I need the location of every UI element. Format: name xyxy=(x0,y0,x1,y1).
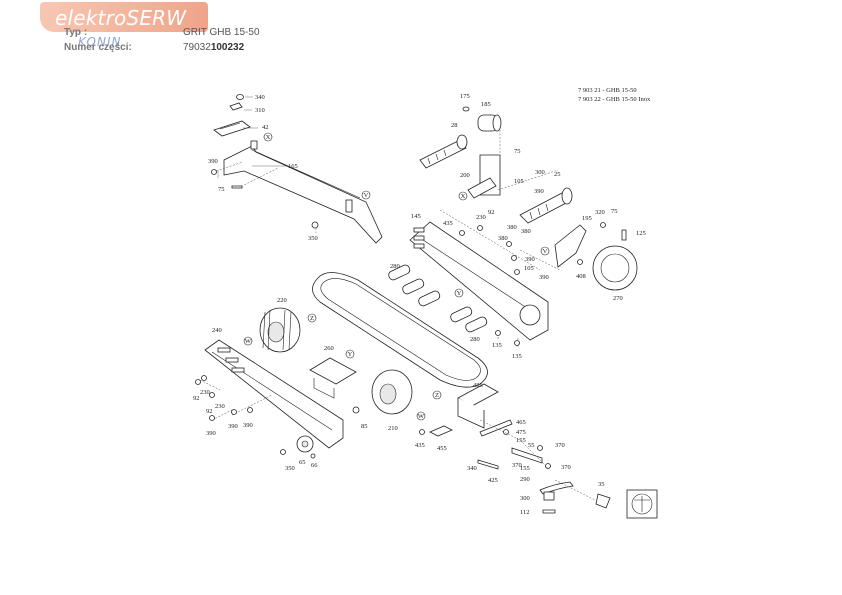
sanding-belt xyxy=(312,272,488,388)
part-number-label: 300 xyxy=(520,495,530,502)
part-number-label: 390 xyxy=(243,422,253,429)
reference-note: 7 903 21 - GHB 15-50 xyxy=(578,87,637,94)
callout-letter: Y xyxy=(348,351,353,358)
callout-letter: V xyxy=(543,248,548,255)
part-number-label: 155 xyxy=(520,465,530,472)
part-number-label: 55 xyxy=(528,442,535,449)
part-number-label: 155 xyxy=(516,437,526,444)
part-number-label: 92 xyxy=(206,408,213,415)
part-number-label: 408 xyxy=(576,273,586,280)
company-logo-badge xyxy=(40,2,208,32)
part-number-label: 340 xyxy=(467,465,477,472)
part-number-label: 230 xyxy=(215,403,225,410)
part-number-label: 485 xyxy=(473,382,483,389)
part-number-label: 75 xyxy=(514,148,521,155)
part-number-label: 370 xyxy=(561,464,571,471)
part-number-label: 230 xyxy=(200,389,210,396)
part-number-label: 340 xyxy=(255,94,265,101)
reference-note: 7 903 22 - GHB 15-50 Inox xyxy=(578,96,651,103)
part-number-label: 112 xyxy=(520,509,530,516)
company-logo-subtext: KONIN xyxy=(78,35,122,49)
callout-letter: W xyxy=(418,413,425,420)
part-number-label: 210 xyxy=(388,425,398,432)
part-number-label: 85 xyxy=(361,423,368,430)
type-label: Typ : xyxy=(64,27,88,38)
part-number-label: 465 xyxy=(516,419,526,426)
part-number-label: 200 xyxy=(460,172,470,179)
part-number-label: 195 xyxy=(582,215,592,222)
part-number-label: 350 xyxy=(285,465,295,472)
part-number-label: 280 xyxy=(470,336,480,343)
part-number-label: 220 xyxy=(277,297,287,304)
part-number-label: 435 xyxy=(443,220,453,227)
fein-logo-icon xyxy=(626,489,658,519)
part-number-label: 300 xyxy=(535,169,545,176)
part-number-label: 42 xyxy=(262,124,269,131)
part-number-label: 145 xyxy=(411,213,421,220)
part-number-label: 35 xyxy=(598,481,605,488)
part-number-label: 105 xyxy=(524,265,534,272)
part-number-label: 455 xyxy=(437,445,447,452)
part-number-label: 135 xyxy=(492,342,502,349)
part-number-label: 135 xyxy=(512,353,522,360)
callout-markers xyxy=(243,132,550,421)
callout-letter: Z xyxy=(310,315,314,322)
handle-assembly xyxy=(419,106,638,291)
callout-letter: W xyxy=(245,338,252,345)
part-number-label: 105 xyxy=(514,178,524,185)
part-number-label: 475 xyxy=(516,429,526,436)
part-number-label: 25 xyxy=(554,171,561,178)
part-number-label: 92 xyxy=(488,209,495,216)
part-number-label: 28 xyxy=(451,122,458,129)
part-number-label: 270 xyxy=(613,295,623,302)
tension-assembly xyxy=(419,383,611,514)
part-number-label: 320 xyxy=(595,209,605,216)
callout-letter: Y xyxy=(457,290,462,297)
callout-letter: V xyxy=(364,192,369,199)
part-number-label: 65 xyxy=(299,459,306,466)
callout-letter: Z xyxy=(435,392,439,399)
part-number-label: 350 xyxy=(308,235,318,242)
part-number-label: 290 xyxy=(520,476,530,483)
part-number-label: 390 xyxy=(539,274,549,281)
callout-letter: X xyxy=(461,193,466,200)
company-logo-text: elektroSERW xyxy=(55,6,187,30)
lower-plate-assembly xyxy=(195,307,413,459)
part-number-label: 390 xyxy=(208,158,218,165)
part-number-label: 230 xyxy=(476,214,486,221)
part-number-label: 390 xyxy=(206,430,216,437)
side-plate-assembly xyxy=(388,209,561,348)
part-number-value: 79032100232 xyxy=(183,42,245,53)
part-number-label: 185 xyxy=(481,101,491,108)
part-number-label: 370 xyxy=(512,462,522,469)
part-number-label: 310 xyxy=(255,107,265,114)
part-number-label: 125 xyxy=(636,230,646,237)
part-number-label: 280 xyxy=(390,263,400,270)
part-number-label: 380 xyxy=(521,228,531,235)
part-number-label: 92 xyxy=(193,395,200,402)
callout-letter: X xyxy=(266,134,271,141)
part-number-label: 390 xyxy=(534,188,544,195)
upper-arm-assembly xyxy=(211,94,383,244)
part-number-label: 390 xyxy=(228,423,238,430)
part-number-label: 370 xyxy=(555,442,565,449)
part-number-label: 75 xyxy=(218,186,225,193)
part-number-label: 240 xyxy=(212,327,222,334)
part-number-label: 380 xyxy=(507,224,517,231)
part-number-label: 390 xyxy=(525,256,535,263)
part-number-label: 75 xyxy=(611,208,618,215)
part-number-label: Numer części: xyxy=(64,42,132,53)
part-number-label: 260 xyxy=(324,345,334,352)
part-number-label: 66 xyxy=(311,462,318,469)
part-number-label: 380 xyxy=(498,235,508,242)
part-number-label: 165 xyxy=(288,163,298,170)
part-number-label: 175 xyxy=(460,93,470,100)
part-number-label: 435 xyxy=(415,442,425,449)
part-number-label: 425 xyxy=(488,477,498,484)
type-value: GRIT GHB 15-50 xyxy=(183,27,260,38)
